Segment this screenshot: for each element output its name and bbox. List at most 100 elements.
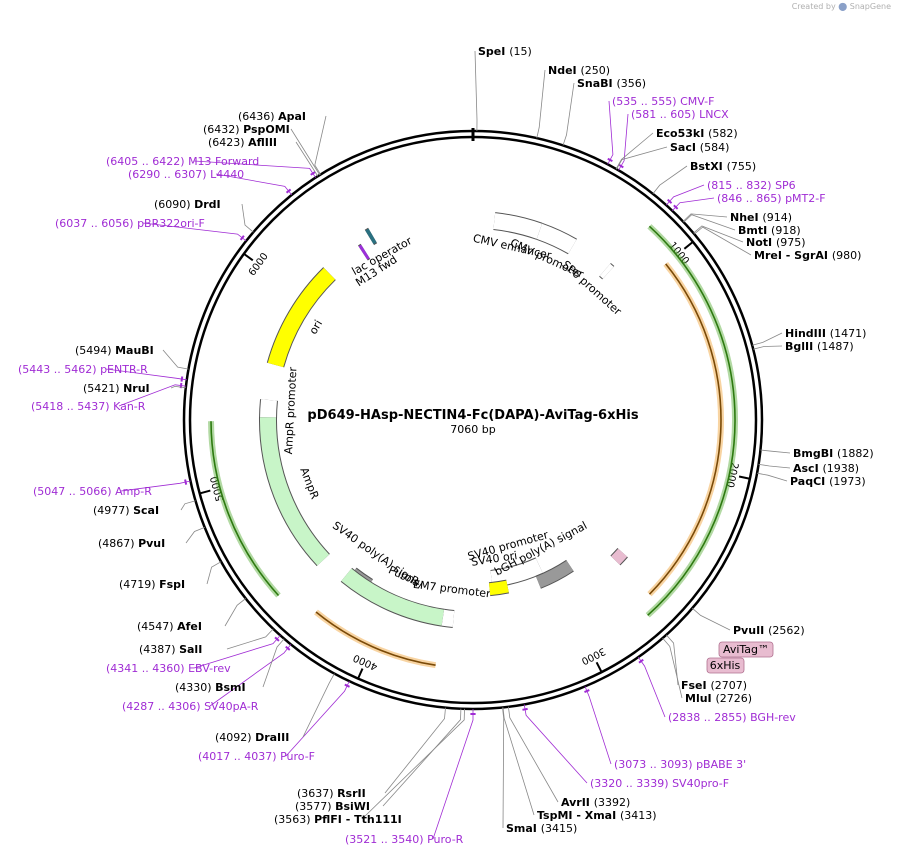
credit-brand: SnapGene (849, 2, 891, 11)
fsei-site-label: FseI (2707) (681, 679, 747, 692)
ndei-site-label: NdeI (250) (548, 64, 610, 77)
smai-position: (3415) (541, 822, 578, 835)
eco53ki-leader (615, 132, 654, 170)
sv40par-site-label: (4287 .. 4306) SV40pA-R (122, 700, 259, 713)
paqci-name: PaqCI (790, 475, 829, 488)
pspomi-site-label: (6432) PspOMI (203, 123, 290, 136)
l4440-site-label: (6290 .. 6307) L4440 (128, 168, 244, 181)
l4440-position: (6290 .. 6307) (128, 168, 210, 181)
eco53ki-site-label: Eco53kI (582) (656, 127, 738, 140)
draiii-leader (302, 673, 335, 738)
fspi-name: FspI (159, 578, 185, 591)
sv40prof-site-label: (3320 .. 3339) SV40pro-F (590, 777, 729, 790)
ampr-site-label: (5047 .. 5066) Amp-R (33, 485, 152, 498)
pbr322-name: pBR322ori-F (137, 217, 205, 230)
maubi-position: (5494) (75, 344, 115, 357)
tspmi-name: TspMI - XmaI (537, 809, 620, 822)
bsiwi-leader (382, 708, 462, 807)
hindiii-site-label: HindIII (1471) (785, 327, 866, 340)
pflfi-name: PflFI - Tth111I (314, 813, 402, 826)
eco53ki-position: (582) (708, 127, 738, 140)
fsei-name: FseI (681, 679, 710, 692)
pvui-leader (185, 527, 205, 544)
nhei-leader (682, 213, 728, 222)
hindiii-name: HindIII (785, 327, 830, 340)
m13_fwd-feature (358, 244, 370, 260)
apai-leader (314, 115, 327, 175)
lncx-position: (581 .. 605) (631, 108, 699, 121)
draiii-site-label: (4092) DraIII (215, 731, 289, 744)
scai-position: (4977) (93, 504, 133, 517)
rsrii-position: (3637) (297, 787, 337, 800)
lncx-primer-mark (618, 163, 624, 169)
cmv_promoter-feature (536, 223, 577, 254)
cmvf-position: (535 .. 555) (612, 95, 680, 108)
mrei-leader (694, 226, 752, 256)
credit-prefix: Created by (791, 2, 836, 11)
tspmi-position: (3413) (620, 809, 657, 822)
afei-name: AfeI (177, 620, 202, 633)
avrii-position: (3392) (594, 796, 631, 809)
draiii-position: (4092) (215, 731, 255, 744)
pspomi-position: (6432) (203, 123, 243, 136)
bghrev-primer-mark (638, 658, 644, 664)
smai-leader (502, 707, 505, 829)
cmvf-name: CMV-F (680, 95, 714, 108)
avrii-leader (508, 706, 559, 803)
bgh_polya-feature (535, 560, 574, 588)
tick-1000 (683, 241, 694, 250)
bglii-name: BglII (785, 340, 817, 353)
purof-position: (4017 .. 4037) (198, 750, 280, 763)
purorev-name: Puro-R (427, 833, 464, 846)
bstxi-name: BstXI (690, 160, 727, 173)
mlui-position: (2726) (715, 692, 752, 705)
pflfi-leader (361, 708, 465, 820)
apai-site-label: (6436) ApaI (238, 110, 306, 123)
puror-feature (341, 568, 445, 626)
maubi-name: MauBI (115, 344, 154, 357)
bglii-leader (753, 345, 783, 350)
purof-primer-mark (344, 683, 350, 688)
sixhis-tag: 6xHis (706, 657, 745, 674)
paqci-position: (1973) (829, 475, 866, 488)
avrii-name: AvrII (561, 796, 594, 809)
m13fwd_primer-name: M13 Forward (188, 155, 259, 168)
feature-arcs (208, 224, 738, 669)
cmvf-leader (607, 100, 614, 165)
drdi-position: (6090) (154, 198, 194, 211)
maubi-site-label: (5494) MauBI (75, 344, 154, 357)
ebvrev-primer-mark (274, 636, 280, 642)
bmgbi-site-label: BmgBI (1882) (793, 447, 874, 460)
sali-position: (4387) (139, 643, 179, 656)
ndei-name: NdeI (548, 64, 580, 77)
pbabe3-leader (584, 686, 612, 765)
noti-site-label: NotI (975) (746, 236, 806, 249)
pbr322-primer-mark (239, 235, 245, 241)
sv40prof-leader (523, 704, 588, 784)
ampr-label: AmpR (297, 466, 321, 502)
purof-leader (285, 681, 350, 757)
asci-position: (1938) (823, 462, 860, 475)
em7_promoter-feature (441, 609, 455, 627)
nhei-name: NheI (730, 211, 762, 224)
bghrev-name: BGH-rev (750, 711, 796, 724)
orange_outer_2-arc (315, 611, 436, 666)
ebvrev-site-label: (4341 .. 4360) EBV-rev (106, 662, 231, 675)
sali-site-label: (4387) SalI (139, 643, 202, 656)
m13fwd_primer-position: (6405 .. 6422) (106, 155, 188, 168)
pbabe3-primer-mark (584, 689, 590, 693)
sp6_promoter-feature (599, 263, 614, 279)
pbabe3-position: (3073 .. 3093) (614, 758, 696, 771)
snabi-site-label: SnaBI (356) (577, 77, 646, 90)
nrui-name: NruI (123, 382, 150, 395)
mlui-leader (662, 637, 683, 699)
bmti-name: BmtI (738, 224, 771, 237)
spei-site-label: SpeI (15) (478, 45, 532, 58)
pentrr-leader (105, 368, 187, 381)
ampr-position: (5047 .. 5066) (33, 485, 115, 498)
asci-leader (758, 463, 791, 469)
pvuii-leader (692, 607, 731, 631)
orange_outer_1-arc (648, 263, 722, 595)
mlui-site-label: MluI (2726) (685, 692, 752, 705)
bsmi-site-label: (4330) BsmI (175, 681, 246, 694)
